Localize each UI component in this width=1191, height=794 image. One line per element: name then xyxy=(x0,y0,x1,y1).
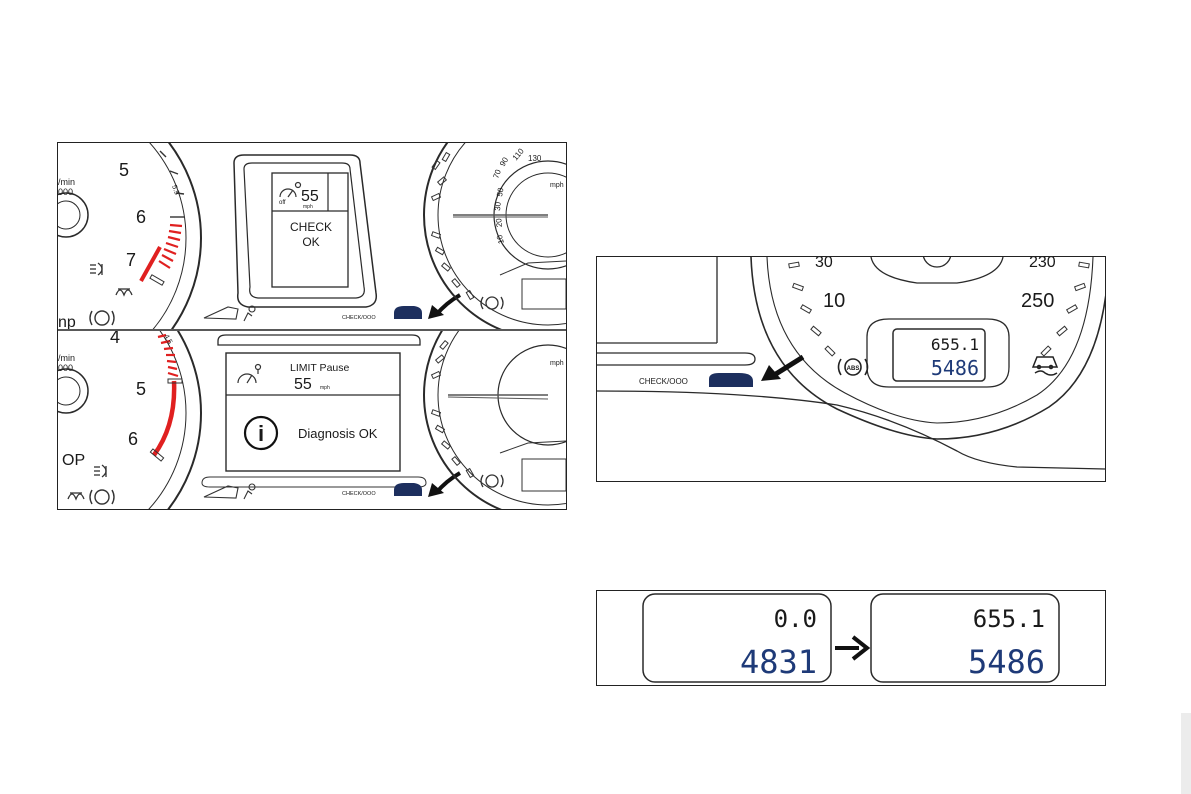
tach-number-5-bottom: 5 xyxy=(136,379,146,399)
tach-unit: /min xyxy=(58,177,75,187)
center-display-top: off 55 mph CHECK OK xyxy=(233,154,378,308)
tachometer-top: 5 6 7 5.5 /min 000 xyxy=(58,143,202,329)
tach-multiplier-bottom: 000 xyxy=(58,363,73,373)
speedo-tick-110: 110 xyxy=(511,146,526,162)
odometer-zoom-drawing: 30 10 230 250 655.1 5486 ABS CHECK/OOO xyxy=(597,257,1105,470)
stability-control-icon xyxy=(1031,356,1059,376)
gauge-number-250: 250 xyxy=(1021,290,1054,312)
tach-number-6-bottom: 6 xyxy=(128,429,138,449)
key-icon-bottom xyxy=(243,483,256,500)
stop-lamp-fragment: np xyxy=(58,314,76,331)
center-display-bottom: LIMIT Pause 55 mph i Diagnosis OK xyxy=(201,334,427,488)
front-fog-lamp-icon-bottom xyxy=(94,464,107,478)
speedo-tick-90: 90 xyxy=(498,155,511,168)
trip-value-before: 0.0 xyxy=(774,605,817,633)
limit-unit: mph xyxy=(320,385,330,391)
tach-number-5: 5 xyxy=(119,160,129,180)
reset-comparison-panel: 0.0 4831 655.1 5486 xyxy=(596,590,1106,686)
gauge-number-30: 30 xyxy=(815,257,833,271)
gauge-number-10: 10 xyxy=(823,290,845,312)
cruise-state: off xyxy=(279,200,286,206)
check-label-top: CHECK/OOO xyxy=(342,315,376,321)
cruise-unit: mph xyxy=(303,204,313,210)
brake-warning-icon-bottom xyxy=(89,489,115,505)
abs-label: ABS xyxy=(847,366,860,372)
speedometer-bottom: mph xyxy=(423,331,566,509)
tach-small-mark: 5.5 xyxy=(170,184,180,196)
page-edge-tab xyxy=(1181,713,1191,794)
key-icon xyxy=(243,305,256,322)
speed-limit-icon xyxy=(237,363,262,384)
message-line-2: OK xyxy=(302,235,319,249)
odometer-zoom-panel: 30 10 230 250 655.1 5486 ABS CHECK/OOO xyxy=(596,256,1106,482)
check-button-zoom[interactable] xyxy=(709,373,753,387)
speedo-tick-70: 70 xyxy=(491,168,503,180)
check-button-top[interactable] xyxy=(394,306,422,319)
cruise-control-icon xyxy=(279,181,302,198)
speedo-tick-130: 130 xyxy=(528,154,542,163)
odometer-value-before: 4831 xyxy=(740,643,817,681)
odometer-lcd-after xyxy=(870,593,1060,683)
tach-small-mark-bottom: 4.5 xyxy=(162,334,173,346)
glow-plug-icon xyxy=(115,288,133,297)
gauge-number-230: 230 xyxy=(1029,257,1056,271)
cluster-panel: 5 6 7 5.5 /min 000 np xyxy=(57,142,567,510)
speedometer-top: 130 110 90 70 50 30 20 10 mph xyxy=(423,143,566,329)
arrow-right-icon xyxy=(835,635,871,661)
abs-icon xyxy=(480,296,504,310)
speedo-tick-10: 10 xyxy=(495,233,506,244)
lcd-bar-left xyxy=(203,305,256,322)
speedo-unit-bottom: mph xyxy=(550,360,564,367)
odometer-lcd-zoom xyxy=(892,328,986,382)
odometer-lcd-before xyxy=(642,593,832,683)
speedo-tick-20: 20 xyxy=(494,217,504,227)
diagnosis-text: Diagnosis OK xyxy=(298,426,378,441)
limit-speed: 55 xyxy=(294,376,312,393)
abs-icon-zoom: ABS xyxy=(837,358,869,376)
speedo-tick-50: 50 xyxy=(495,186,506,197)
stop-lamp-fragment-bottom: OP xyxy=(62,452,85,469)
odometer-value-zoom: 5486 xyxy=(931,356,979,380)
limit-title: LIMIT Pause xyxy=(290,362,349,374)
trip-value-after: 655.1 xyxy=(973,605,1045,633)
tach-multiplier: 000 xyxy=(58,187,73,197)
cluster-top: 5 6 7 5.5 /min 000 np xyxy=(58,143,566,331)
message-line-1: CHECK xyxy=(290,220,332,234)
brake-warning-icon xyxy=(89,310,115,326)
tach-number-4: 4 xyxy=(110,327,120,347)
cluster-drawing: 5 6 7 5.5 /min 000 np xyxy=(58,143,566,509)
front-fog-lamp-icon xyxy=(90,262,103,276)
check-button-bottom[interactable] xyxy=(394,483,422,496)
speedo-unit: mph xyxy=(550,182,564,189)
press-arrow-icon-zoom xyxy=(761,354,805,381)
tach-unit-bottom: /min xyxy=(58,353,75,363)
info-icon: i xyxy=(243,415,279,451)
lcd-bar-left-bottom xyxy=(203,483,256,500)
info-symbol: i xyxy=(258,421,264,446)
tach-number-7: 7 xyxy=(126,250,136,270)
trip-value-zoom: 655.1 xyxy=(931,335,979,354)
press-arrow-icon xyxy=(428,293,462,319)
press-arrow-icon-bottom xyxy=(428,471,462,497)
tach-number-6: 6 xyxy=(136,207,146,227)
odometer-value-after: 5486 xyxy=(968,643,1045,681)
cluster-bottom: 4 5 6 4.5 /min 000 OP xyxy=(58,327,566,509)
tachometer-bottom: 4 5 6 4.5 /min 000 xyxy=(58,327,202,509)
glow-plug-icon-bottom xyxy=(67,492,85,501)
check-label-bottom: CHECK/OOO xyxy=(342,491,376,497)
speedo-tick-30: 30 xyxy=(493,201,503,211)
abs-icon-bottom xyxy=(480,474,504,488)
reset-comparison-drawing: 0.0 4831 655.1 5486 xyxy=(642,593,1060,683)
check-label-zoom: CHECK/OOO xyxy=(639,377,688,386)
cruise-speed: 55 xyxy=(301,188,319,205)
